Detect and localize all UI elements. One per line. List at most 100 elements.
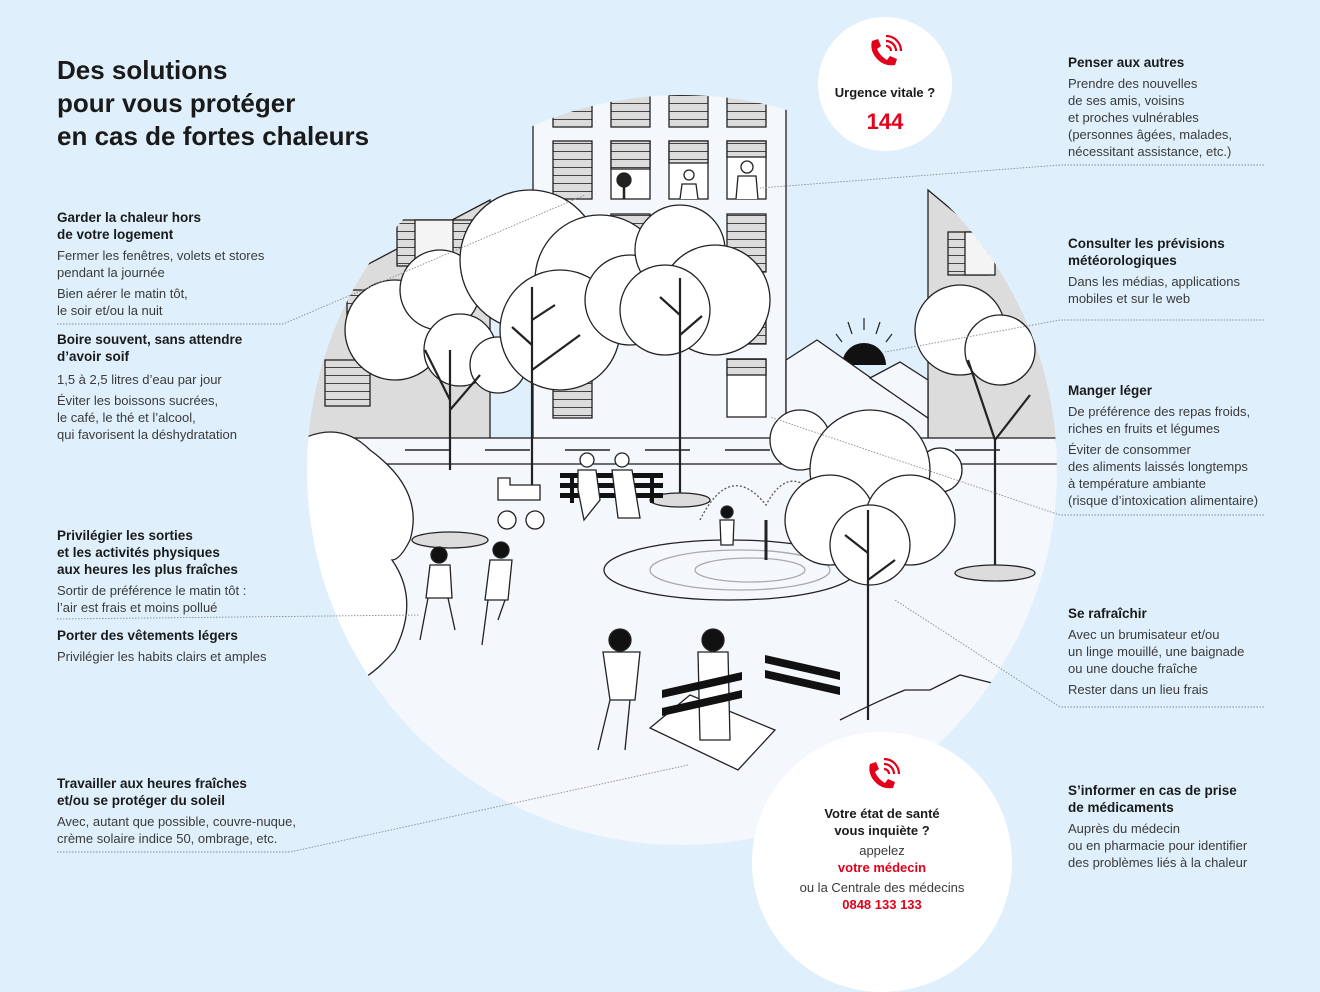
- text-line: un linge mouillé, une baignade: [1068, 644, 1245, 659]
- tip-text: Dans les médias, applications mobiles et…: [1068, 273, 1240, 307]
- tip-work-cool-hours: Travailler aux heures fraîches et/ou se …: [57, 775, 296, 847]
- emergency-callout: Urgence vitale ? 144: [818, 17, 952, 151]
- tip-text: Rester dans un lieu frais: [1068, 681, 1244, 698]
- tip-outdoor-activities: Privilégier les sorties et les activités…: [57, 527, 246, 616]
- heading-line: aux heures les plus fraîches: [57, 562, 238, 577]
- text-line: Fermer les fenêtres, volets et stores: [57, 248, 265, 263]
- text-line: pendant la journée: [57, 265, 165, 280]
- heading-line: Se rafraîchir: [1068, 606, 1147, 621]
- tip-eat-light: Manger léger De préférence des repas fro…: [1068, 382, 1258, 509]
- bench: [560, 473, 663, 503]
- text-line: riches en fruits et légumes: [1068, 421, 1220, 436]
- doctor-number[interactable]: 0848 133 133: [842, 897, 922, 912]
- title-line: Des solutions: [57, 55, 228, 85]
- phone-ringing-icon: [869, 758, 900, 789]
- tip-heading: Privilégier les sorties et les activités…: [57, 527, 246, 578]
- tip-heading: Se rafraîchir: [1068, 605, 1244, 622]
- text-line: crème solaire indice 50, ombrage, etc.: [57, 831, 278, 846]
- tip-weather-forecast: Consulter les prévisions météorologiques…: [1068, 235, 1240, 307]
- tip-text: Avec, autant que possible, couvre-nuque,…: [57, 813, 296, 847]
- text-line: le soir et/ou la nuit: [57, 303, 163, 318]
- question-line: vous inquiète ?: [834, 823, 930, 838]
- text-line: de ses amis, voisins: [1068, 93, 1185, 108]
- text-line: nécessitant assistance, etc.): [1068, 144, 1232, 159]
- heatwave-city-illustration: [56, 95, 1264, 853]
- text-line: Rester dans un lieu frais: [1068, 682, 1209, 697]
- tip-heading: S’informer en cas de prise de médicament…: [1068, 782, 1247, 816]
- heading-line: S’informer en cas de prise: [1068, 783, 1237, 798]
- text-line: des aliments laissés longtemps: [1068, 459, 1248, 474]
- doctor-alt: ou la Centrale des médecins: [799, 880, 965, 895]
- tip-text: Sortir de préférence le matin tôt : l’ai…: [57, 582, 246, 616]
- text-line: ou en pharmacie pour identifier: [1068, 838, 1248, 853]
- emergency-question: Urgence vitale ?: [834, 85, 936, 100]
- tip-think-of-others: Penser aux autres Prendre des nouvelles …: [1068, 54, 1232, 160]
- tip-heading: Consulter les prévisions météorologiques: [1068, 235, 1240, 269]
- heading-line: de votre logement: [57, 227, 174, 242]
- text-line: qui favorisent la déshydratation: [57, 427, 237, 442]
- tip-heading: Porter des vêtements légers: [57, 627, 267, 644]
- tip-heading: Manger léger: [1068, 382, 1258, 399]
- heading-line: Porter des vêtements légers: [57, 628, 238, 643]
- heading-line: d’avoir soif: [57, 349, 130, 364]
- tip-medication-info: S’informer en cas de prise de médicament…: [1068, 782, 1247, 871]
- phone-ringing-icon: [871, 35, 902, 66]
- heading-line: Boire souvent, sans attendre: [57, 332, 243, 347]
- tip-text: Avec un brumisateur et/ou un linge mouil…: [1068, 626, 1244, 677]
- barriers: [662, 655, 840, 716]
- tip-heading: Garder la chaleur hors de votre logement: [57, 209, 264, 243]
- doctor-who: votre médecin: [837, 860, 927, 875]
- text-line: Avec, autant que possible, couvre-nuque,: [57, 814, 296, 829]
- text-line: (personnes âgées, malades,: [1068, 127, 1233, 142]
- text-line: Dans les médias, applications: [1068, 274, 1240, 289]
- text-line: Auprès du médecin: [1068, 821, 1181, 836]
- text-line: et proches vulnérables: [1068, 110, 1199, 125]
- tip-drink-often: Boire souvent, sans attendre d’avoir soi…: [57, 331, 242, 443]
- tip-text: Prendre des nouvelles de ses amis, voisi…: [1068, 75, 1232, 160]
- tip-text: Éviter les boissons sucrées, le café, le…: [57, 392, 242, 443]
- tip-text: Éviter de consommer des aliments laissés…: [1068, 441, 1258, 509]
- heading-line: Privilégier les sorties: [57, 528, 193, 543]
- tip-text: Auprès du médecin ou en pharmacie pour i…: [1068, 820, 1247, 871]
- text-line: Sortir de préférence le matin tôt :: [57, 583, 247, 598]
- tip-heading: Boire souvent, sans attendre d’avoir soi…: [57, 331, 242, 365]
- heading-line: Penser aux autres: [1068, 55, 1185, 70]
- title-line: en cas de fortes chaleurs: [57, 121, 370, 151]
- tip-text: Fermer les fenêtres, volets et stores pe…: [57, 247, 264, 281]
- text-line: Prendre des nouvelles: [1068, 76, 1198, 91]
- heading-line: Travailler aux heures fraîches: [57, 776, 247, 791]
- emergency-number[interactable]: 144: [866, 109, 904, 134]
- tip-text: Bien aérer le matin tôt, le soir et/ou l…: [57, 285, 264, 319]
- heading-line: Manger léger: [1068, 383, 1153, 398]
- doctor-question: Votre état de santé vous inquiète ?: [752, 805, 1012, 839]
- question-line: Votre état de santé: [824, 806, 940, 821]
- title-line: pour vous protéger: [57, 88, 296, 118]
- text-line: Éviter les boissons sucrées,: [57, 393, 219, 408]
- pram: [497, 477, 545, 530]
- text-line: Avec un brumisateur et/ou: [1068, 627, 1220, 642]
- heading-line: météorologiques: [1068, 253, 1177, 268]
- leader-lines: [56, 164, 1264, 853]
- text-line: De préférence des repas froids,: [1068, 404, 1251, 419]
- text-line: des problèmes liés à la chaleur: [1068, 855, 1248, 870]
- text-line: à température ambiante: [1068, 476, 1207, 491]
- tip-heading: Penser aux autres: [1068, 54, 1232, 71]
- runners: [419, 541, 513, 646]
- text-line: l’air est frais et moins pollué: [57, 600, 218, 615]
- text-line: Bien aérer le matin tôt,: [57, 286, 188, 301]
- text-line: Éviter de consommer: [1068, 442, 1191, 457]
- text-line: (risque d’intoxication alimentaire): [1068, 493, 1259, 508]
- tip-cool-down: Se rafraîchir Avec un brumisateur et/ou …: [1068, 605, 1244, 698]
- tip-light-clothing: Porter des vêtements légers Privilégier …: [57, 627, 267, 665]
- page-title: Des solutions pour vous protéger en cas …: [57, 54, 369, 153]
- heading-line: et/ou se protéger du soleil: [57, 793, 226, 808]
- text-line: 1,5 à 2,5 litres d’eau par jour: [57, 372, 222, 387]
- text-line: mobiles et sur le web: [1068, 291, 1191, 306]
- text-line: ou une douche fraîche: [1068, 661, 1198, 676]
- tip-keep-heat-out: Garder la chaleur hors de votre logement…: [57, 209, 264, 319]
- heading-line: de médicaments: [1068, 800, 1174, 815]
- tip-text: Privilégier les habits clairs et amples: [57, 648, 267, 665]
- heading-line: et les activités physiques: [57, 545, 220, 560]
- doctor-call-label: appelez: [859, 843, 905, 858]
- tip-text: De préférence des repas froids, riches e…: [1068, 403, 1258, 437]
